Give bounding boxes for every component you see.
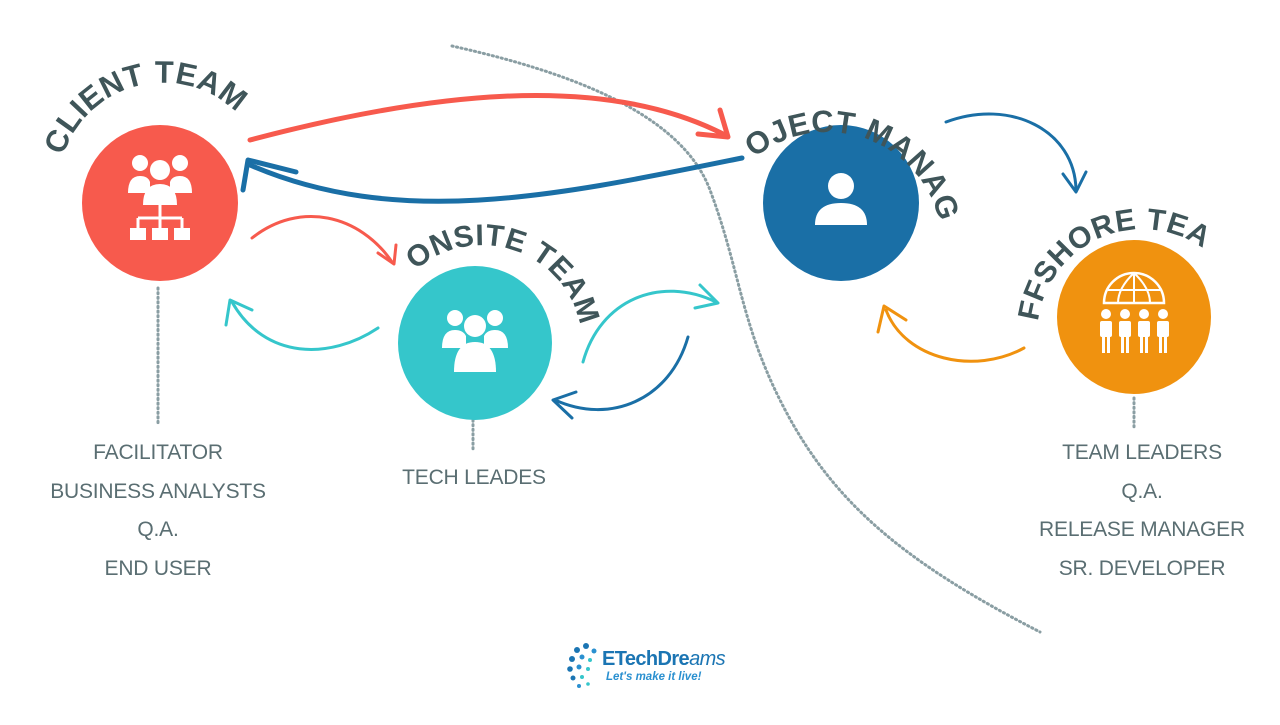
connector-client-to-manager xyxy=(247,93,731,143)
offshore-role-item: TEAM LEADERS xyxy=(1062,441,1222,464)
connector-manager-to-offshore xyxy=(944,112,1088,194)
client-role-item: Q.A. xyxy=(137,518,179,541)
client-role-item: BUSINESS ANALYSTS xyxy=(50,479,266,503)
onsite-role-item: TECH LEADES xyxy=(402,466,546,489)
offshore-role-item: SR. DEVELOPER xyxy=(1058,556,1226,580)
client-team-node: CLIENT TEAM xyxy=(37,55,254,281)
client-roles-list: FACILITATOR BUSINESS ANALYSTS Q.A. END U… xyxy=(20,434,296,588)
onsite-roles-list: TECH LEADES xyxy=(360,459,588,498)
user-icon xyxy=(815,173,867,225)
connector-onsite-to-offshore xyxy=(581,283,720,364)
onsite-team-node: ONSITE TEAM xyxy=(398,219,605,420)
connector-client-to-onsite xyxy=(250,215,398,266)
connector-onsite-to-client xyxy=(224,298,380,351)
logo-wordmark: ETechDreams xyxy=(602,648,726,670)
logo-tagline: Let's make it live! xyxy=(606,671,702,683)
client-role-item: FACILITATOR xyxy=(93,441,223,464)
group-icon xyxy=(442,310,508,372)
separator-dotted-curve xyxy=(450,44,1042,634)
etechdreams-logo: ETechDreams Let's make it live! xyxy=(566,640,736,692)
team-hierarchy-icon xyxy=(128,155,192,240)
connector-offshore-to-manager xyxy=(876,304,1026,363)
connector-offshore-to-onsite xyxy=(551,335,690,420)
client-role-item: END USER xyxy=(104,556,212,580)
logo-dots-mark xyxy=(567,643,597,688)
globe-team-icon xyxy=(1100,271,1169,353)
offshore-role-item: RELEASE MANAGER xyxy=(1039,518,1245,541)
offshore-role-item: Q.A. xyxy=(1121,479,1163,503)
offshore-roles-list: TEAM LEADERS Q.A. RELEASE MANAGER SR. DE… xyxy=(1016,434,1268,588)
connector-manager-to-client xyxy=(240,155,745,204)
offshore-team-circle xyxy=(1057,240,1211,394)
